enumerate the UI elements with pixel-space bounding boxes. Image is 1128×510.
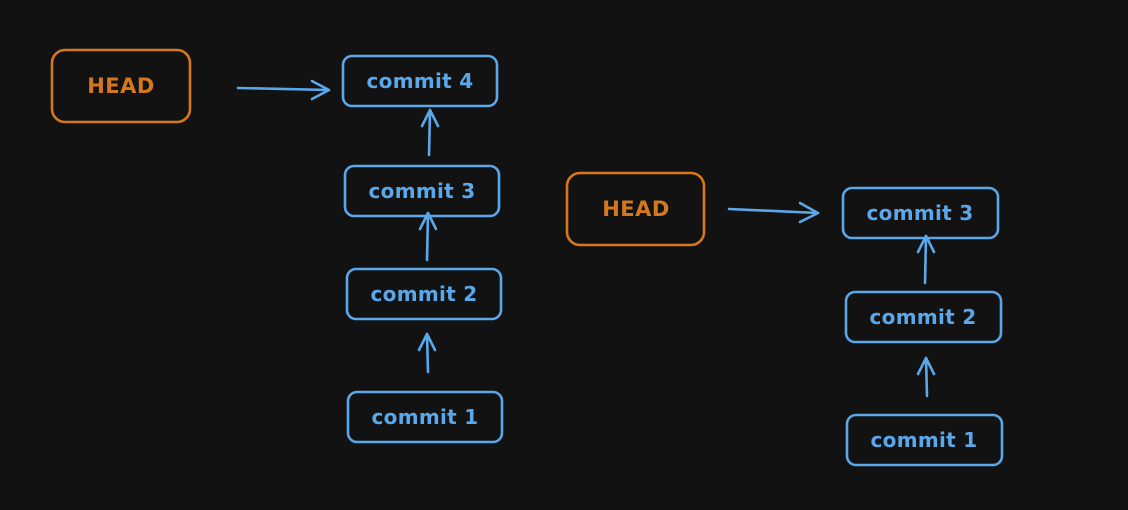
left-head-node: HEAD (50, 48, 192, 124)
left-arrow-3-to-4 (420, 108, 440, 157)
right-commit-1-node: commit 1 (845, 413, 1004, 467)
right-commit-2-node: commit 2 (844, 290, 1003, 344)
left-history: HEAD commit 4 commit 3 com (50, 48, 504, 444)
left-commit-1-node: commit 1 (346, 390, 504, 444)
right-head-label: HEAD (602, 197, 670, 221)
right-head-arrow (727, 201, 820, 224)
left-arrow-1-to-2 (417, 332, 437, 374)
right-arrow-2-to-3 (916, 234, 936, 285)
left-commit-2-label: commit 2 (371, 282, 478, 306)
left-commit-3-node: commit 3 (343, 164, 501, 218)
right-history: HEAD commit 3 commit 2 com (565, 171, 1004, 467)
right-commit-2-label: commit 2 (870, 305, 977, 329)
right-commit-3-label: commit 3 (867, 201, 974, 225)
left-commit-4-node: commit 4 (341, 54, 499, 108)
left-head-arrow (236, 79, 331, 101)
right-arrow-1-to-2 (916, 356, 936, 398)
left-head-label: HEAD (87, 74, 155, 98)
left-commit-2-node: commit 2 (345, 267, 503, 321)
left-commit-4-label: commit 4 (367, 69, 474, 93)
right-commit-1-label: commit 1 (871, 428, 978, 452)
right-head-node: HEAD (565, 171, 706, 247)
left-commit-3-label: commit 3 (369, 179, 476, 203)
left-commit-1-label: commit 1 (372, 405, 479, 429)
left-arrow-2-to-3 (418, 211, 438, 262)
right-commit-3-node: commit 3 (841, 186, 1000, 240)
